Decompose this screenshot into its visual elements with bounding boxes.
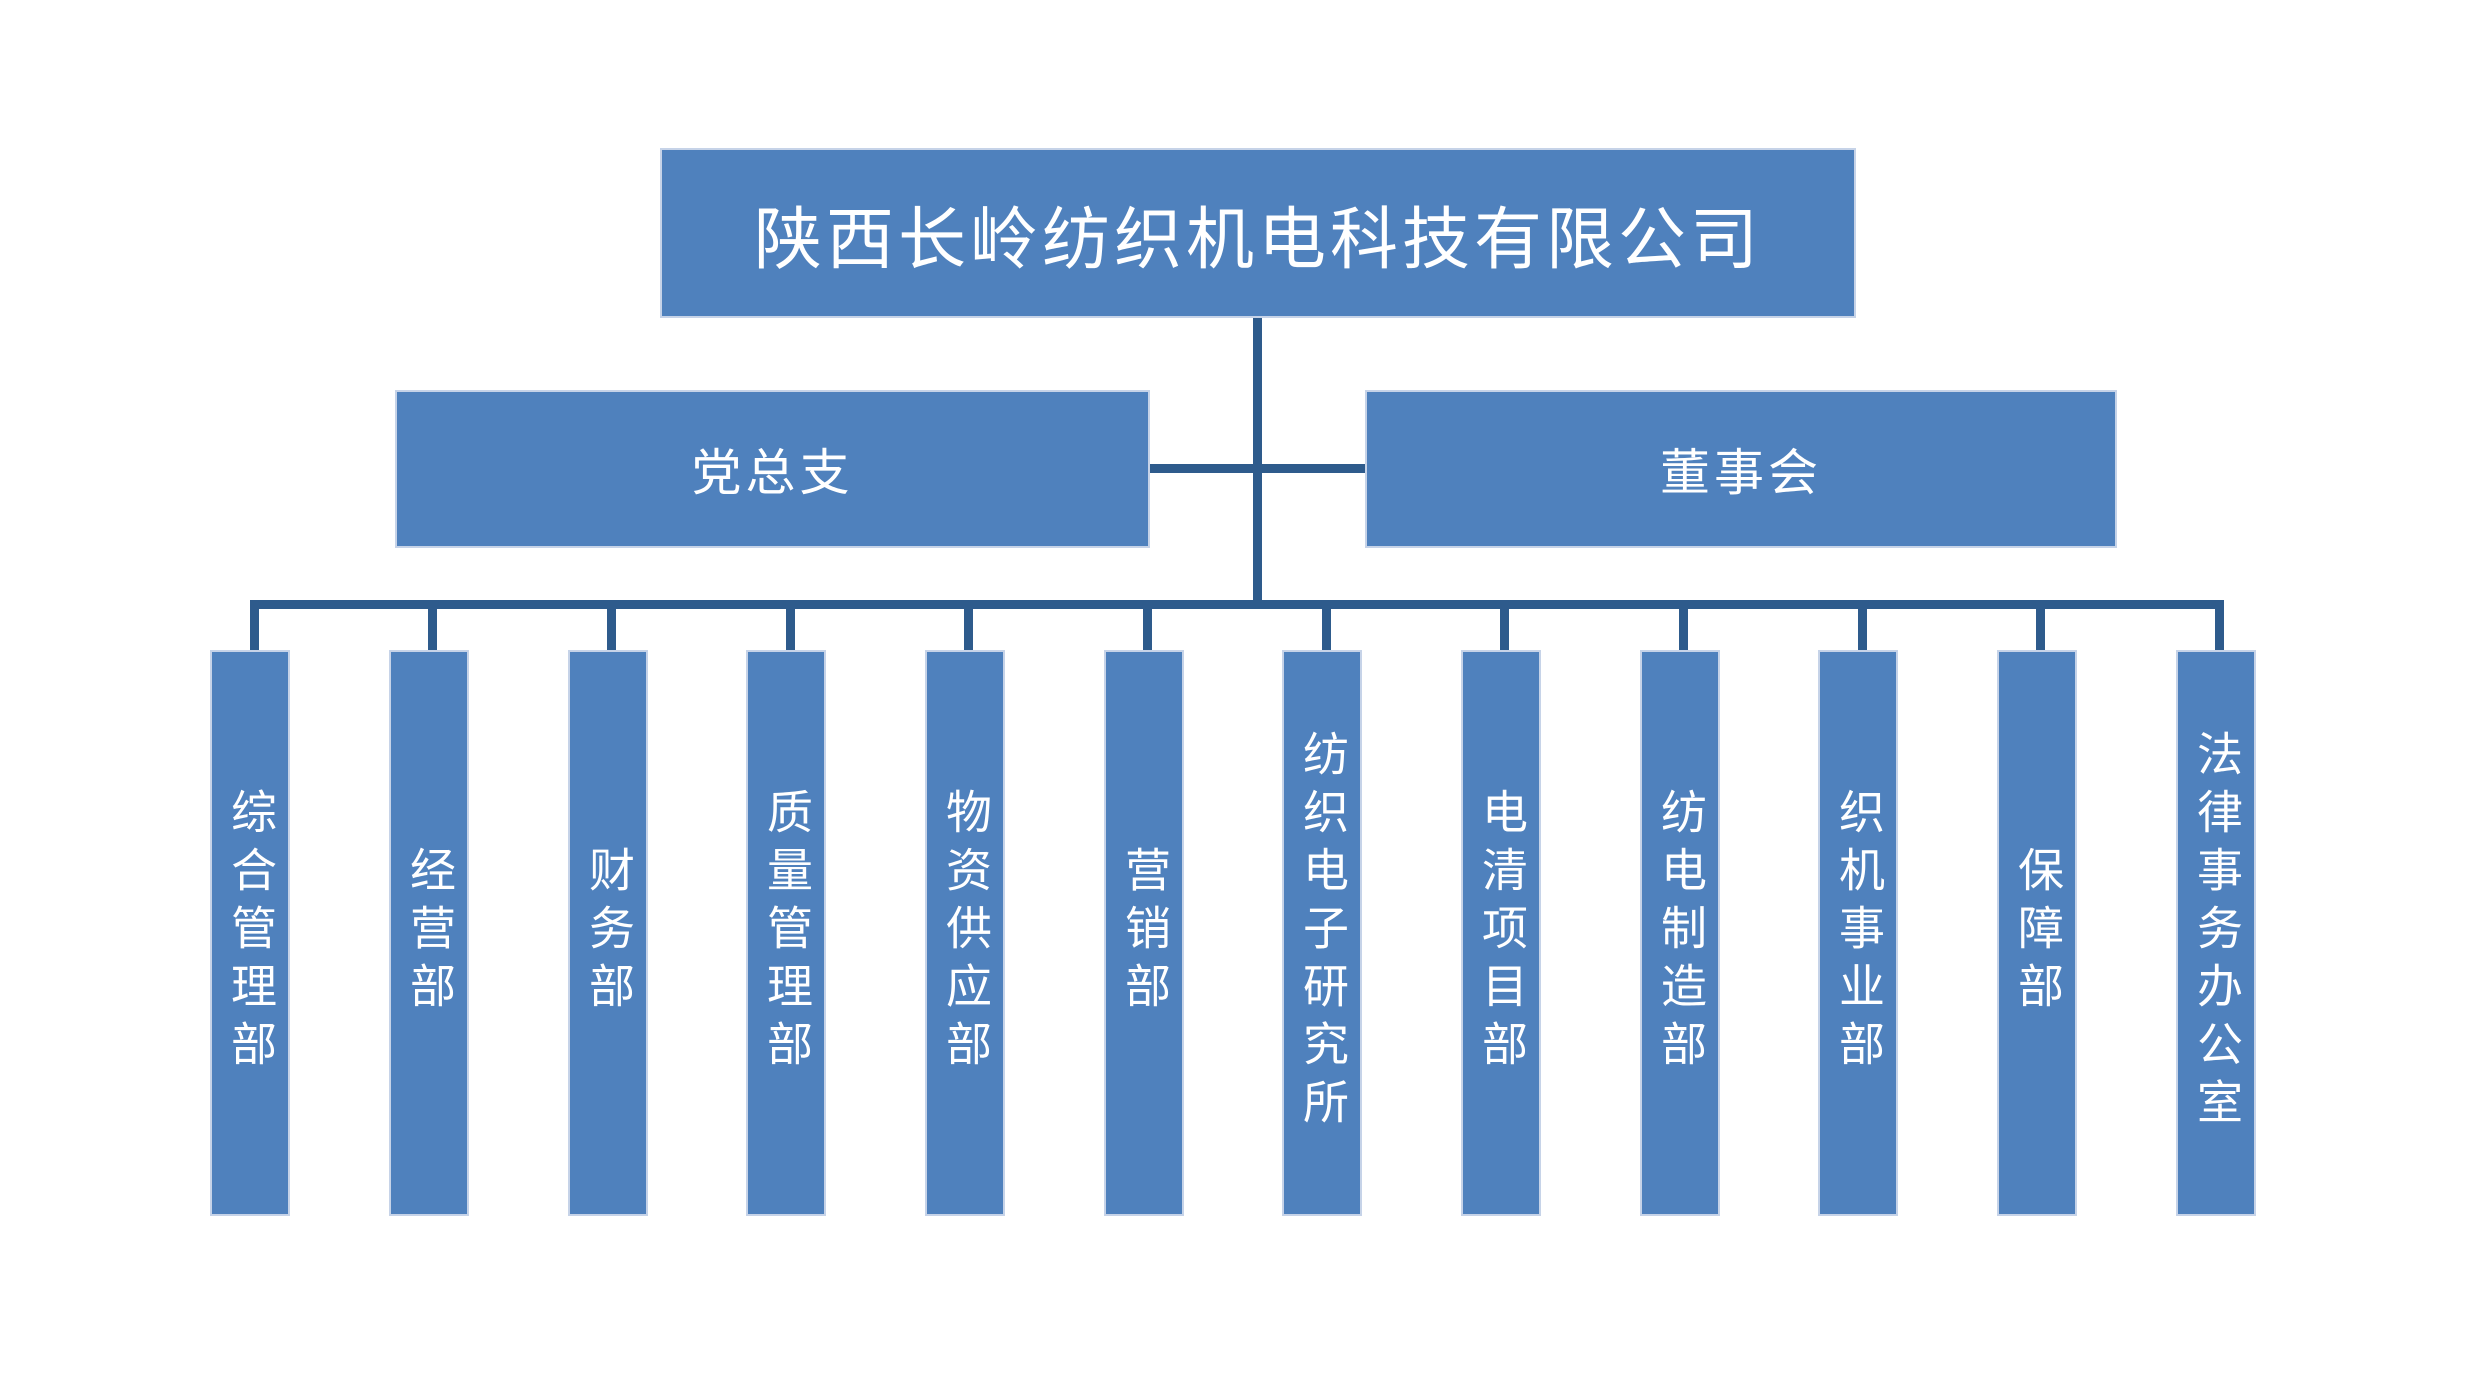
connector-drop-10 — [1858, 600, 1867, 652]
org-node-department-8[interactable]: 电清项目部 — [1461, 650, 1541, 1216]
org-node-department-5[interactable]: 物资供应部 — [925, 650, 1005, 1216]
org-node-department-11[interactable]: 保障部 — [1997, 650, 2077, 1216]
connector-drop-7 — [1322, 600, 1331, 652]
org-node-department-2[interactable]: 经营部 — [389, 650, 469, 1216]
org-node-department-4[interactable]: 质量管理部 — [746, 650, 826, 1216]
org-node-department-6[interactable]: 营销部 — [1104, 650, 1184, 1216]
connector-level2-crossbar — [1148, 464, 1368, 473]
org-node-department-3[interactable]: 财务部 — [568, 650, 648, 1216]
org-node-department-7[interactable]: 纺织电子研究所 — [1282, 650, 1362, 1216]
org-node-company[interactable]: 陕西长岭纺织机电科技有限公司 — [660, 148, 1856, 318]
connector-drop-12 — [2215, 600, 2224, 652]
connector-drop-9 — [1679, 600, 1688, 652]
org-node-board-of-directors[interactable]: 董事会 — [1365, 390, 2117, 548]
connector-drop-1 — [250, 600, 259, 652]
connector-drop-6 — [1143, 600, 1152, 652]
connector-root-trunk — [1253, 318, 1262, 605]
connector-drop-3 — [607, 600, 616, 652]
connector-drop-5 — [964, 600, 973, 652]
org-node-department-10[interactable]: 织机事业部 — [1818, 650, 1898, 1216]
org-node-party-branch[interactable]: 党总支 — [395, 390, 1150, 548]
connector-drop-4 — [786, 600, 795, 652]
connector-drop-2 — [428, 600, 437, 652]
connector-drop-11 — [2036, 600, 2045, 652]
org-node-department-9[interactable]: 纺电制造部 — [1640, 650, 1720, 1216]
org-node-department-1[interactable]: 综合管理部 — [210, 650, 290, 1216]
connector-department-bus — [250, 600, 2218, 609]
connector-drop-8 — [1500, 600, 1509, 652]
org-node-department-12[interactable]: 法律事务办公室 — [2176, 650, 2256, 1216]
